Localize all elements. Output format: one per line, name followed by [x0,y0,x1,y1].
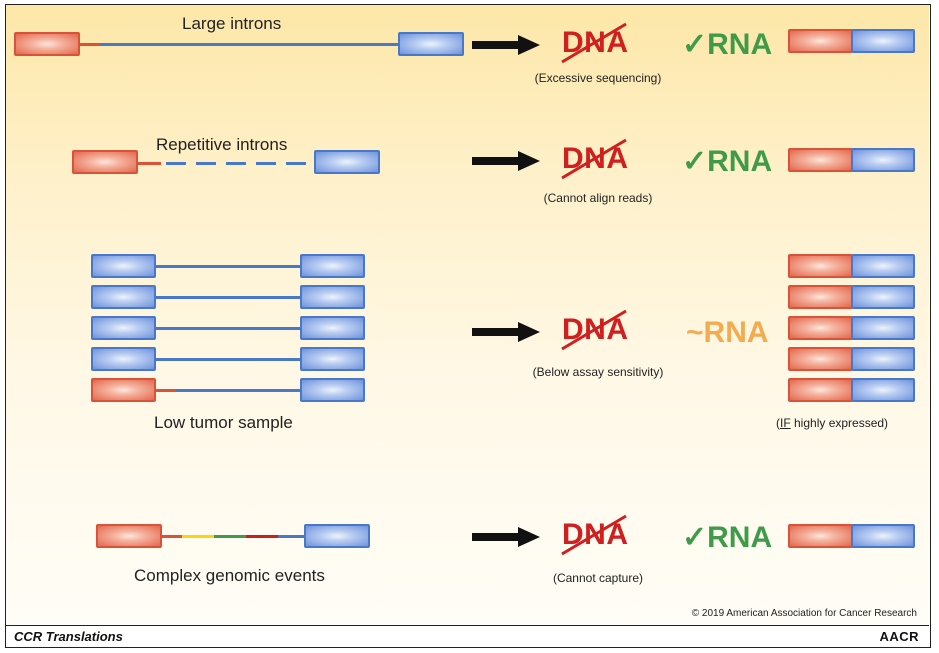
intron-line [100,43,400,46]
intron-line [136,162,161,165]
dna-crossed: DNA [561,514,629,556]
fusion-transcript [788,524,915,548]
series-title: CCR Translations [14,629,123,644]
red-exon [14,32,80,56]
fusion-transcript [788,285,915,309]
intron-line [152,296,304,299]
blue-exon [398,32,464,56]
check-icon: ✓ [682,145,708,178]
intron-line [152,389,176,392]
footer-bar: CCR Translations AACR [6,625,929,647]
intron-line [278,535,308,538]
blue-exon [300,378,365,402]
intron-line [160,535,182,538]
row-label: Repetitive introns [156,135,288,154]
blue-exon [314,150,380,174]
intron-line [176,389,304,392]
rna-condition-note: (IF highly expressed) [776,416,889,430]
check-icon: ✓ [682,28,708,61]
dna-crossed: DNA [561,22,629,64]
intron-line [152,358,304,361]
rna-result: ~RNA [686,316,769,349]
dna-note: (Below assay sensitivity) [532,365,664,379]
copyright-text: © 2019 American Association for Cancer R… [691,608,917,619]
intron-line [246,535,278,538]
fusion-transcript [788,347,915,371]
fusion-transcript [788,254,915,278]
intron-line [214,535,246,538]
fusion-transcript [788,378,915,402]
blue-exon [300,316,365,340]
arrow-icon [472,151,540,171]
dna-note: (Excessive sequencing) [534,71,662,85]
blue-exon [300,254,365,278]
blue-exon [300,285,365,309]
blue-exon [304,524,370,548]
rna-result: ✓RNA [682,521,773,554]
figure-frame: Large introns DNA (Excessive sequencing)… [5,4,931,648]
dna-note: (Cannot capture) [552,571,644,585]
intron-line [78,43,100,46]
blue-exon [91,285,156,309]
rna-result: ✓RNA [682,28,773,61]
row-label: Low tumor sample [154,413,293,432]
intron-line [152,265,304,268]
check-icon: ✓ [682,521,708,554]
arrow-icon [472,322,540,342]
rna-result: ✓RNA [682,145,773,178]
arrow-icon [472,527,540,547]
dna-note: (Cannot align reads) [543,191,653,205]
fusion-transcript [788,148,915,172]
red-exon [72,150,138,174]
red-exon [91,378,156,402]
blue-exon [91,347,156,371]
intron-line [152,327,304,330]
dna-crossed: DNA [561,138,629,180]
fusion-transcript [788,29,915,53]
row-label: Large introns [182,14,282,33]
blue-exon [91,254,156,278]
dna-crossed: DNA [561,309,629,351]
intron-line [182,535,214,538]
row-label: Complex genomic events [134,566,325,585]
red-exon [96,524,162,548]
aacr-logo: AACR [879,629,919,644]
blue-exon [300,347,365,371]
blue-exon [91,316,156,340]
repetitive-intron-line [166,162,316,165]
tilde-icon: ~ [686,316,704,349]
fusion-transcript [788,316,915,340]
diagram-panel: Large introns DNA (Excessive sequencing)… [6,5,929,625]
arrow-icon [472,35,540,55]
